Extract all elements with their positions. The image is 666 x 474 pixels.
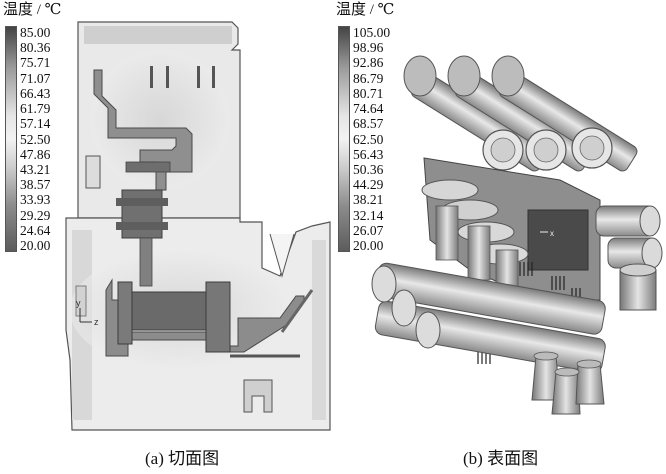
a-tick-label: 52.50 xyxy=(20,131,51,147)
b-tick-label: 56.43 xyxy=(353,146,384,162)
bottom-feet xyxy=(531,351,605,415)
right-notch xyxy=(269,233,295,278)
bushing-cap xyxy=(579,135,605,161)
central-contact xyxy=(121,189,163,239)
pipe-end xyxy=(415,311,441,349)
a-tick-label: 20.00 xyxy=(20,238,51,253)
axis-label-y: y xyxy=(76,298,81,308)
pipe-end xyxy=(371,265,397,303)
b-tick-label: 74.64 xyxy=(353,101,384,117)
vent-slot xyxy=(212,66,215,88)
b-tick-label: 98.96 xyxy=(353,40,384,56)
caption-b: (b) 表面图 xyxy=(463,449,539,468)
bus-line xyxy=(280,289,314,333)
axis-label-x: x xyxy=(550,229,554,238)
a-tick-label: 85.00 xyxy=(20,25,51,40)
a-tick-label: 66.43 xyxy=(20,85,51,101)
b-tick-label: 50.36 xyxy=(353,161,384,177)
upper-warm-zone xyxy=(90,50,230,190)
lower-conductor xyxy=(105,278,305,357)
a-tick-label: 29.29 xyxy=(20,207,51,223)
b-tick-label: 38.21 xyxy=(353,192,384,208)
vent-slot xyxy=(197,66,200,88)
b-tick-label: 20.00 xyxy=(353,238,384,253)
b-tick-label: 68.57 xyxy=(353,116,384,132)
bottom-support xyxy=(243,379,273,413)
breaker-flange xyxy=(117,281,133,345)
colorbar-a xyxy=(5,26,17,252)
a-tick-label: 38.57 xyxy=(20,177,51,193)
b-tick-label: 105.00 xyxy=(353,25,391,40)
a-tick-label: 57.14 xyxy=(20,116,51,132)
a-tick-label: 71.07 xyxy=(20,70,51,86)
b-tick-label: 62.50 xyxy=(353,131,384,147)
b-tick-label: 80.71 xyxy=(353,85,384,101)
b-tick-label: 44.29 xyxy=(353,177,384,193)
right-pipes xyxy=(595,205,663,311)
a-tick-label: 80.36 xyxy=(20,40,51,56)
legend-title-b: 温度 / ℃ xyxy=(336,2,395,18)
breaker-pole xyxy=(205,281,231,353)
left-tab xyxy=(75,285,87,317)
a-tick-label: 75.71 xyxy=(20,55,51,71)
colorbar-b xyxy=(338,26,350,252)
central-contact-flange xyxy=(116,222,168,230)
vent-slot xyxy=(166,66,169,88)
right-boundary-shade xyxy=(312,240,326,420)
b-tick-label: 92.86 xyxy=(353,55,384,71)
upper-clamp xyxy=(85,155,101,189)
a-tick-label: 47.86 xyxy=(20,146,51,162)
upper-top-band xyxy=(84,26,232,44)
b-tick-label: 32.14 xyxy=(353,207,384,223)
a-tick-label: 24.64 xyxy=(20,222,51,238)
legend-title-a: 温度 / ℃ xyxy=(3,2,62,18)
cross-section-view: y z xyxy=(65,21,331,431)
b-tick-label: 86.79 xyxy=(353,70,384,86)
surface-view: x xyxy=(371,55,663,415)
central-contact-flange xyxy=(116,198,168,206)
dark-panel xyxy=(527,209,589,271)
central-rod xyxy=(139,237,153,287)
vent-slot xyxy=(150,66,153,88)
a-tick-label: 61.79 xyxy=(20,101,51,117)
caption-a: (a) 切面图 xyxy=(145,449,220,468)
a-tick-label: 43.21 xyxy=(20,161,51,177)
pipe-end xyxy=(391,289,417,327)
bushing-cap xyxy=(533,137,559,163)
axis-label-z: z xyxy=(94,317,99,327)
top-bushings xyxy=(403,55,638,172)
a-tick-label: 33.93 xyxy=(20,192,51,208)
bushing-cap xyxy=(490,137,516,163)
upper-contact xyxy=(125,161,171,173)
b-tick-label: 26.07 xyxy=(353,222,384,238)
